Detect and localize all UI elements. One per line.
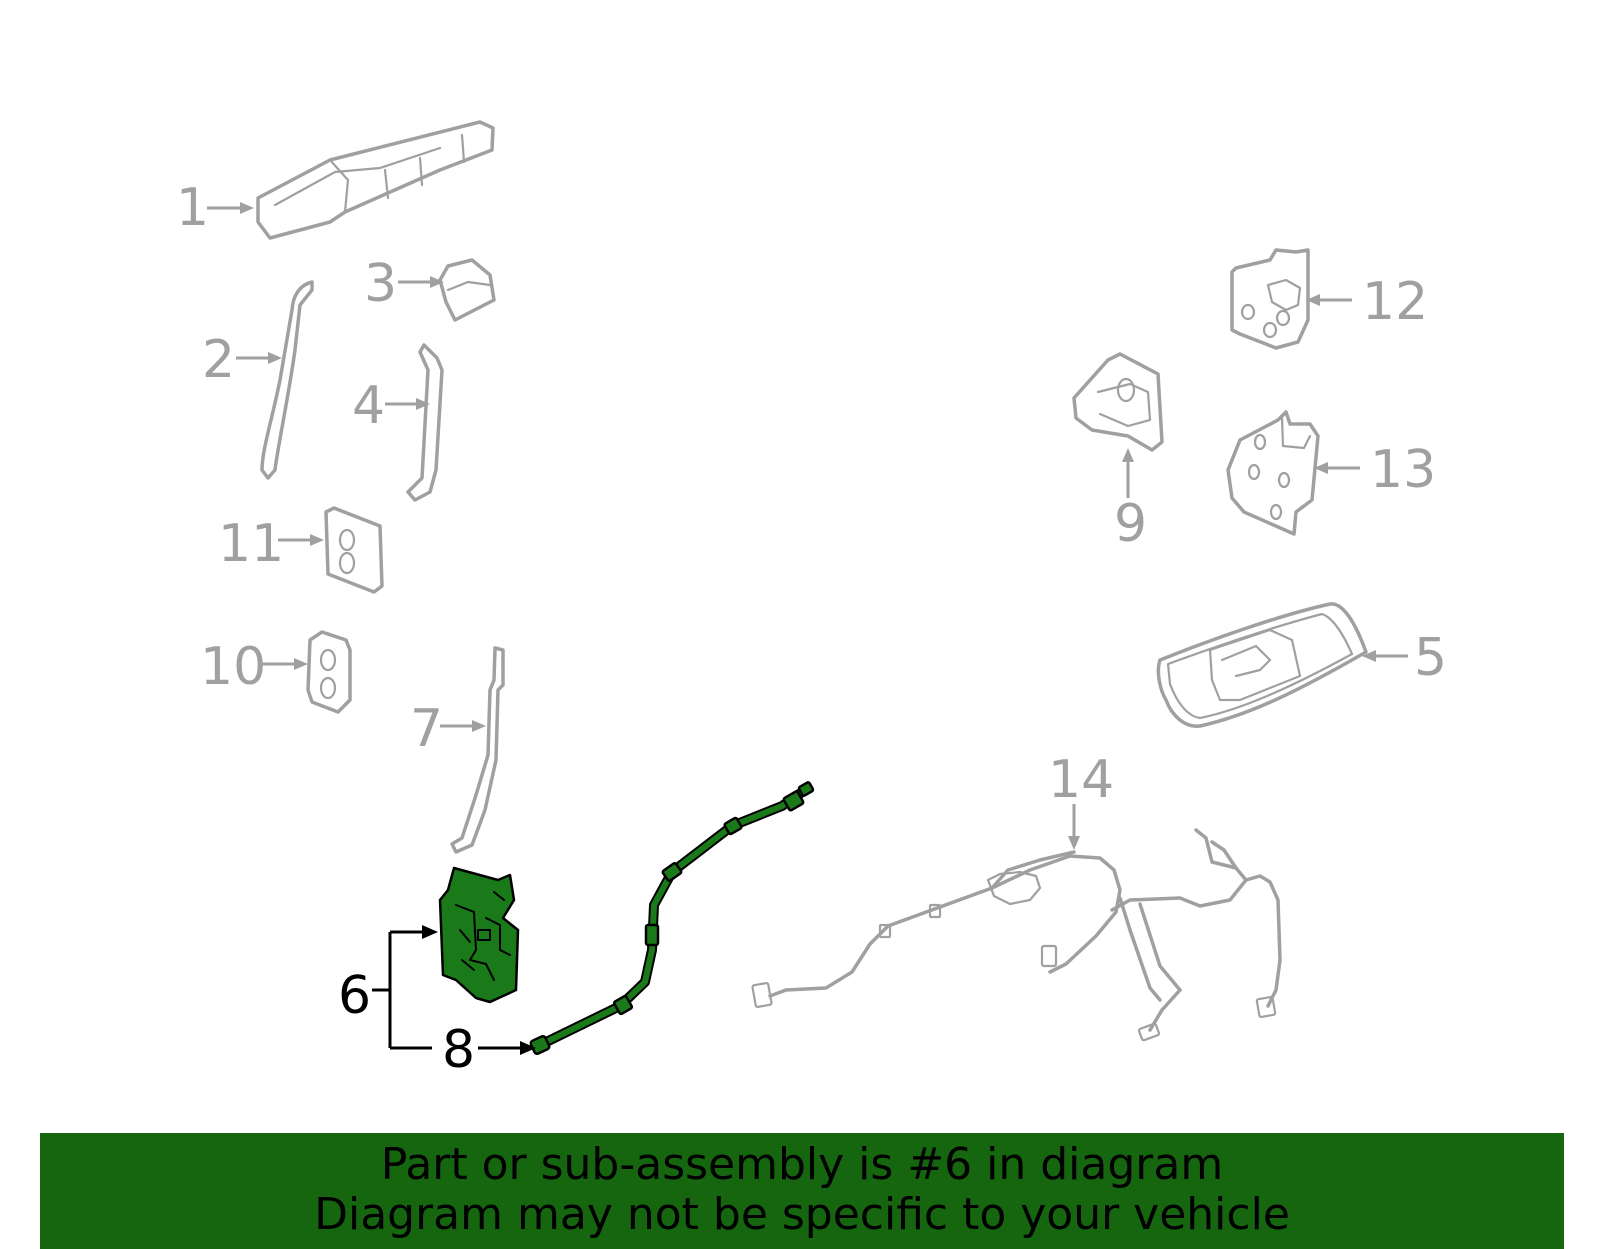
callout-3: 3 [364,254,398,314]
arrow-11 [278,534,324,546]
arrow-1 [207,202,254,214]
arrow-13 [1314,462,1360,474]
part-3-cap [438,258,496,322]
part-13-bracket [1226,410,1320,536]
part-4-rod [406,343,444,502]
part-2-rod [260,280,314,480]
banner-line-2: Diagram may not be specific to your vehi… [314,1189,1290,1240]
part-14-wire-harness [751,828,1282,1042]
arrow-14 [1068,804,1080,850]
part-8-cable[interactable] [529,781,815,1055]
part-11-bumper [324,506,384,594]
callout-1: 1 [176,178,210,238]
part-12-bracket [1230,248,1310,350]
part-10-bumper [306,630,352,714]
callout-9: 9 [1114,494,1148,554]
callout-7: 7 [410,699,444,759]
arrow-2 [236,352,282,364]
callout-6: 6 [338,966,372,1026]
callout-2: 2 [202,330,236,390]
callout-8: 8 [442,1020,476,1080]
callout-11: 11 [218,514,285,574]
banner-line-1: Part or sub-assembly is #6 in diagram [380,1139,1224,1190]
arrow-9 [1122,448,1134,498]
part-5-inside-handle [1156,602,1368,728]
callout-4: 4 [352,376,386,436]
arrow-5 [1362,650,1408,662]
arrow-4 [385,398,430,410]
callout-5: 5 [1414,628,1448,688]
part-6-door-latch[interactable] [438,866,520,1004]
arrow-12 [1306,294,1352,306]
arrow-3 [398,276,444,288]
arrow-10 [262,658,308,670]
callout-bracket-6-8 [372,925,438,1050]
callout-10: 10 [200,637,267,697]
arrow-8 [478,1041,536,1055]
part-1-handle-bracket [256,120,495,240]
callout-13: 13 [1370,440,1437,500]
info-banner: Part or sub-assembly is #6 in diagram Di… [40,1133,1564,1249]
callout-14: 14 [1048,750,1115,810]
arrow-7 [440,720,486,732]
callout-12: 12 [1362,272,1429,332]
part-9-striker [1072,352,1164,452]
part-7-rod [450,646,505,854]
